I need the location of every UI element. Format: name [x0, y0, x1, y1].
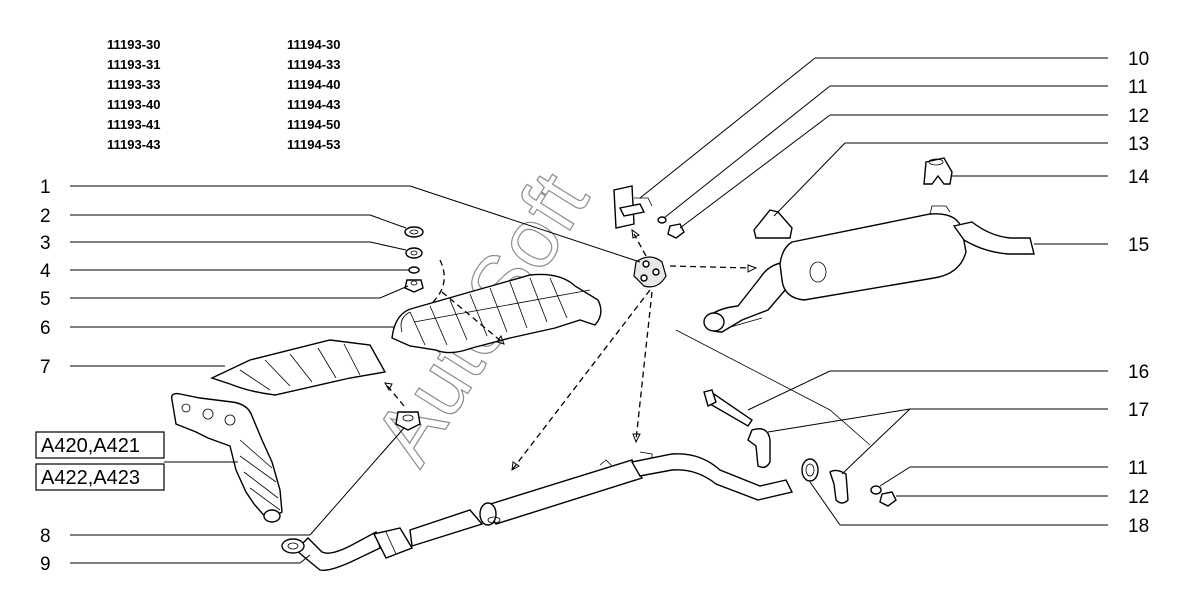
engine-code: A420,A421	[41, 435, 140, 457]
callout-number: 4	[40, 261, 51, 282]
rear-muffler	[703, 205, 1035, 333]
callout-number: 12	[1128, 487, 1149, 508]
engine-code: A422,A423	[41, 467, 140, 489]
callout-number: 5	[40, 289, 51, 310]
callout-number: 16	[1128, 362, 1149, 383]
assembly-guide-line	[675, 329, 871, 446]
callout-number: 1	[40, 177, 51, 198]
model-code: 11193-31	[107, 57, 161, 72]
bump-stop	[753, 209, 793, 239]
callout-number: 7	[40, 357, 51, 378]
upper-heat-shield	[391, 273, 602, 354]
model-code: 11194-50	[287, 117, 341, 132]
callout-number: 12	[1128, 106, 1149, 127]
rubber-hanger	[633, 256, 667, 288]
callout-number: 2	[40, 206, 51, 227]
ring-gasket	[801, 458, 819, 482]
callout-number: 18	[1128, 516, 1149, 537]
left-callouts: 1 2 3 4 5 6 7 8 9	[40, 177, 641, 575]
model-code: 11193-40	[107, 97, 161, 112]
clamp-bolt	[703, 389, 753, 427]
rear-rubber-hanger	[923, 157, 953, 185]
model-code: 11194-53	[287, 137, 341, 152]
front-pipe	[281, 509, 484, 571]
assembly-arrows	[441, 228, 758, 471]
callout-number: 17	[1128, 400, 1149, 421]
flange-nut	[395, 411, 421, 431]
clamp-halves	[747, 428, 849, 504]
middle-muffler	[479, 451, 794, 526]
callout-number: 15	[1128, 235, 1149, 256]
model-code: 11193-33	[107, 77, 161, 92]
callout-number: 8	[40, 526, 51, 547]
model-code: 11194-40	[287, 77, 341, 92]
nut-mount-arrow	[384, 382, 405, 407]
callout-number: 3	[40, 233, 51, 254]
callout-number: 9	[40, 554, 51, 575]
lower-washer-nut	[870, 485, 897, 507]
callout-number: 13	[1128, 134, 1149, 155]
model-code: 11193-30	[107, 37, 161, 52]
washer-nut-stack	[404, 226, 445, 306]
model-code: 11194-43	[287, 97, 341, 112]
lower-heat-shield	[210, 339, 387, 396]
callout-number: 6	[40, 318, 51, 339]
engine-code-boxes: A420,A421 A422,A423	[35, 431, 238, 491]
model-code-table: 11193-30 11193-31 11193-33 11193-40 1119…	[107, 37, 341, 152]
catalytic-manifold	[170, 392, 283, 523]
mounting-bracket	[613, 185, 653, 229]
model-code: 11194-30	[287, 37, 341, 52]
model-code: 11194-33	[287, 57, 341, 72]
callout-number: 11	[1128, 77, 1148, 98]
callout-number: 10	[1128, 49, 1149, 70]
model-code: 11193-41	[107, 117, 161, 132]
right-callouts: 10 11 12 13 14 15 16 17 11 12 18	[639, 49, 1150, 537]
callout-number: 11	[1128, 458, 1148, 479]
model-code: 11193-43	[107, 137, 161, 152]
callout-number: 14	[1128, 167, 1150, 188]
